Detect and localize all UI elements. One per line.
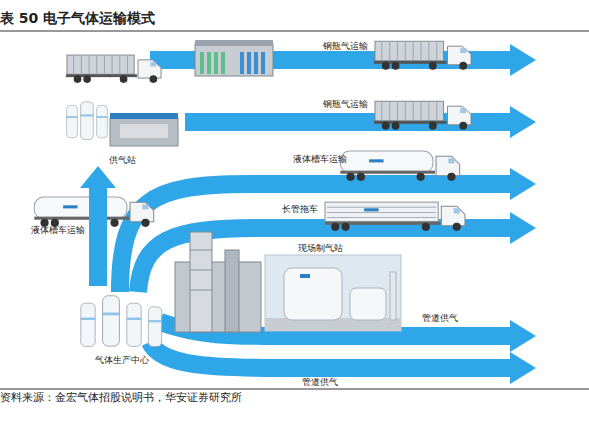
arrow-head [510,352,536,384]
illustrated-node: 气体生产中心 [70,286,174,366]
production-building [175,232,261,332]
flow-label: 钢瓶气运输 [323,99,368,110]
source-caption: 资料来源：金宏气体招股说明书，华安证券研究所 [0,391,242,405]
gas-cylinders [240,52,265,74]
depot-building [195,44,273,76]
flow-label: 长管拖车 [282,204,318,215]
tank-truck [340,151,459,181]
illustrated-node: 供气站 [60,92,184,166]
arrow-head [510,168,536,200]
arrow-shaft [89,188,107,286]
cylinder-truck [66,55,161,83]
flow-label: 管道供气 [302,377,338,388]
arrow-head [80,166,116,188]
supply-station [67,102,178,146]
top-rule [0,31,589,32]
arrow-band [150,342,512,368]
flow-arrows [120,60,512,368]
arrow-head [510,106,536,138]
arrow-head [510,44,536,76]
tube-trailer [325,202,465,231]
cylinder-truck [374,41,471,69]
bottom-rule [0,389,589,390]
flow-label: 管道供气 [422,313,458,324]
edge-label: 液体槽车运输 [31,225,85,236]
cylinder-depot [195,40,273,76]
arrow-head [510,320,536,352]
flow-label: 液体槽车运输 [293,154,347,165]
cylinder-truck [374,101,471,129]
node-label: 供气站 [109,155,136,166]
arrow-head [510,212,536,244]
flow-arrow [80,166,116,286]
figure-title: 表 50 电子气体运输模式 [0,10,155,26]
depot-roof [195,40,273,46]
production-tanks [81,296,162,347]
flow-label: 现场制气站 [298,243,343,254]
node-label: 气体生产中心 [95,355,149,366]
gas-cylinders [200,52,225,74]
onsite-plant-photo [265,255,401,331]
arrow-heads [510,44,536,384]
flow-label: 钢瓶气运输 [323,41,368,52]
